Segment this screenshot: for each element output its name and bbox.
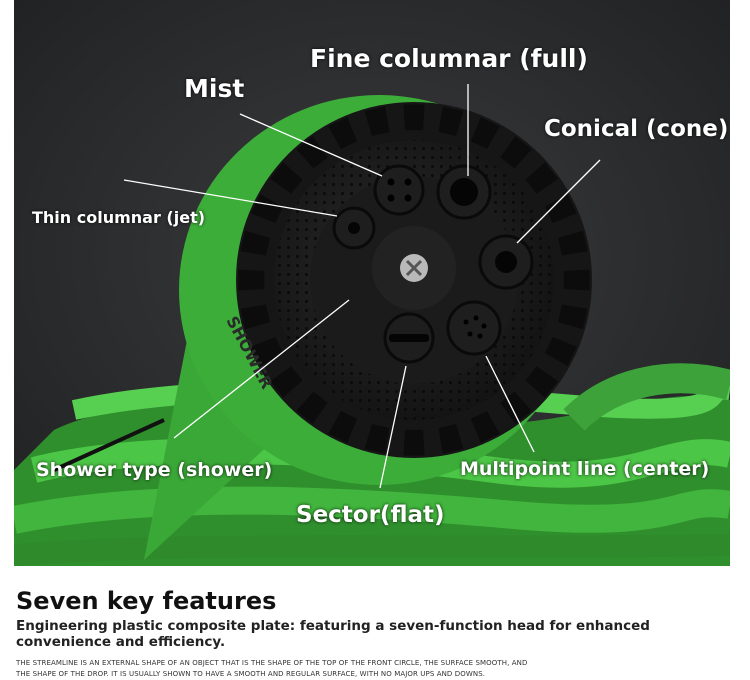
outlet-multipoint xyxy=(446,300,502,356)
feature-caption: Seven key features Engineering plastic c… xyxy=(16,586,736,680)
fine-print-line-2: THE SHAPE OF THE DROP. IT IS USUALLY SHO… xyxy=(16,670,486,678)
label-fine-columnar: Fine columnar (full) xyxy=(310,44,588,73)
fine-print-line-1: THE STREAMLINE IS AN EXTERNAL SHAPE OF A… xyxy=(16,659,528,667)
caption-subtitle: Engineering plastic composite plate: fea… xyxy=(16,618,650,650)
grip-rib xyxy=(251,194,284,224)
grip-rib xyxy=(328,410,358,443)
grip-rib xyxy=(470,117,500,150)
label-mist: Mist xyxy=(184,74,245,103)
grip-rib xyxy=(328,117,358,150)
grip-rib xyxy=(403,104,425,131)
label-shower: Shower type (shower) xyxy=(36,459,273,481)
grip-rib xyxy=(557,230,588,256)
grip-rib xyxy=(240,230,271,256)
grip-rib xyxy=(251,336,284,366)
grip-rib xyxy=(563,269,590,291)
grip-rib xyxy=(557,304,588,330)
grip-rib xyxy=(470,410,500,443)
product-photo: SHOWER Fine columnar (full) Mist Conical… xyxy=(14,0,730,566)
outlet-mist xyxy=(373,164,425,216)
grip-rib xyxy=(238,269,265,291)
label-multipoint: Multipoint line (center) xyxy=(460,458,710,480)
grip-rib xyxy=(296,136,328,169)
grip-rib xyxy=(296,391,328,424)
nozzle-illustration: SHOWER xyxy=(14,0,730,566)
caption-title: Seven key features xyxy=(16,587,277,615)
label-sector: Sector(flat) xyxy=(296,502,445,528)
grip-rib xyxy=(525,162,558,194)
grip-rib xyxy=(270,162,303,194)
grip-rib xyxy=(240,304,271,330)
pointer-lines xyxy=(123,84,601,489)
grip-rib xyxy=(525,366,558,398)
grip-rib xyxy=(364,106,390,137)
label-conical: Conical (cone) xyxy=(544,116,729,142)
caption-fine-print: THE STREAMLINE IS AN EXTERNAL SHAPE OF A… xyxy=(16,658,736,680)
grip-rib xyxy=(544,336,577,366)
grip-rib xyxy=(544,194,577,224)
grip-rib xyxy=(403,429,425,456)
grip-rib xyxy=(438,423,464,454)
grip-rib xyxy=(438,106,464,137)
trigger-lever xyxy=(53,418,165,472)
grip-rib xyxy=(270,366,303,398)
label-thin-columnar: Thin columnar (jet) xyxy=(32,208,206,227)
grip-rib xyxy=(500,136,532,169)
grip-rib xyxy=(364,423,390,454)
spray-outlets xyxy=(332,164,534,364)
